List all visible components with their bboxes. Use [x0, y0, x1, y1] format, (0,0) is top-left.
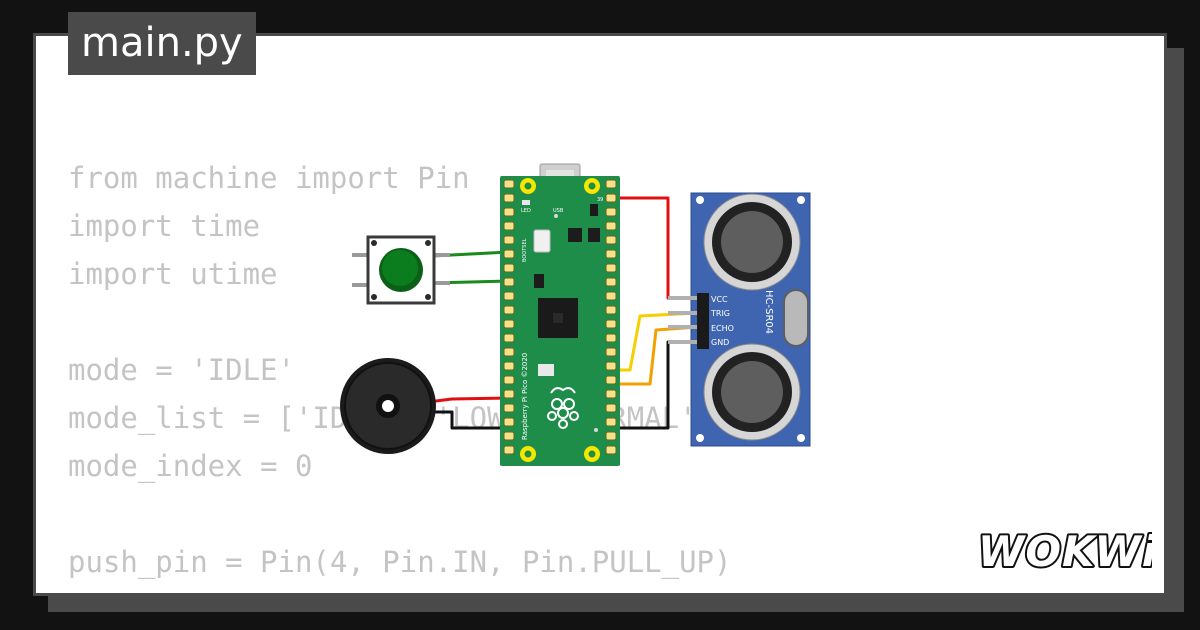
pin-label-gnd: GND — [711, 338, 729, 347]
board-label: Raspberry Pi Pico ©2020 — [521, 353, 529, 440]
pin-label-echo: ECHO — [711, 324, 734, 333]
code-line: mode = 'IDLE' — [68, 353, 295, 387]
pin-label-vcc: VCC — [711, 295, 728, 304]
bootsel-label: BOOTSEL — [522, 238, 528, 262]
led-label: LED — [521, 208, 531, 214]
led — [522, 200, 530, 205]
sensor-pins — [668, 293, 709, 349]
raspberry-pi-pico[interactable]: LED USB 39 BOOTSEL Raspberry Pi Pico ©20… — [500, 163, 620, 466]
mounting-holes — [520, 178, 600, 462]
buzzer[interactable] — [340, 358, 436, 454]
raspberry-logo-icon — [547, 387, 579, 429]
pin-header-left — [503, 179, 515, 455]
transducer-top — [703, 193, 801, 291]
wokwi-logo-text: WOKWi — [978, 527, 1152, 574]
pin-label-trig: TRIG — [710, 309, 730, 318]
transducer-bottom — [703, 343, 801, 441]
ultrasonic-sensor[interactable]: HC-SR04 VCC TRIG ECHO GND — [668, 192, 811, 447]
usb-label: USB — [553, 208, 564, 214]
code-line: mode_index = 0 — [68, 449, 313, 483]
code-line: import utime — [68, 257, 278, 291]
wokwi-logo[interactable]: WOKWi — [976, 524, 1152, 574]
pin-39-label: 39 — [597, 197, 603, 203]
file-tab[interactable]: main.py — [68, 12, 256, 75]
wire-echo-orange — [608, 325, 700, 386]
pin-header-right — [605, 179, 617, 455]
code-line: from machine import Pin — [68, 161, 470, 195]
code-line: import time — [68, 209, 261, 243]
code-line: push_pin = Pin(4, Pin.IN, Pin.PULL_UP) — [68, 545, 732, 579]
sensor-model-label: HC-SR04 — [763, 290, 774, 334]
crystal — [783, 289, 809, 347]
bootsel-button[interactable] — [533, 229, 551, 253]
wire-vcc-red — [608, 196, 700, 300]
wire-buzzer-black — [434, 410, 512, 430]
wire-buzzer-red — [434, 396, 512, 403]
push-button[interactable] — [352, 235, 450, 305]
